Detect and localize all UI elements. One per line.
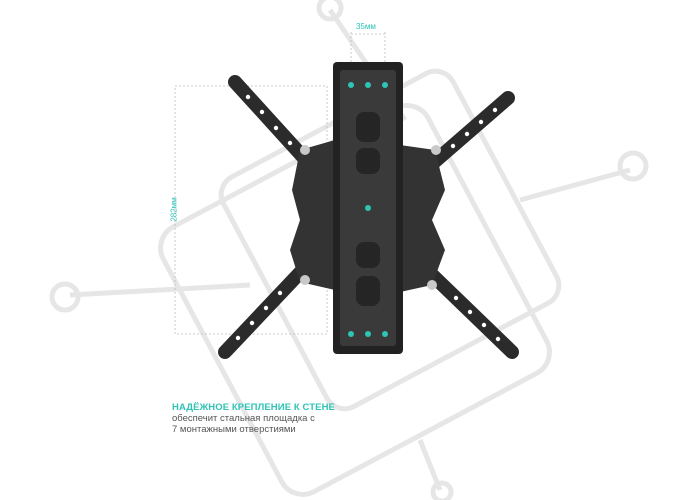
width-dimension-label: 35мм — [356, 22, 376, 31]
mounting-holes — [348, 82, 388, 337]
caption-headline: НАДЁЖНОЕ КРЕПЛЕНИЕ К СТЕНЕ — [172, 402, 335, 413]
caption-line-2: 7 монтажными отверстиями — [172, 424, 296, 435]
height-dimension-label: 282мм — [169, 197, 179, 222]
side-brackets — [290, 140, 445, 292]
arm-slots — [235, 94, 501, 342]
feature-caption: НАДЁЖНОЕ КРЕПЛЕНИЕ К СТЕНЕ обеспечит ста… — [172, 402, 412, 435]
caption-line-1: обеспечит стальная площадка с — [172, 413, 315, 424]
